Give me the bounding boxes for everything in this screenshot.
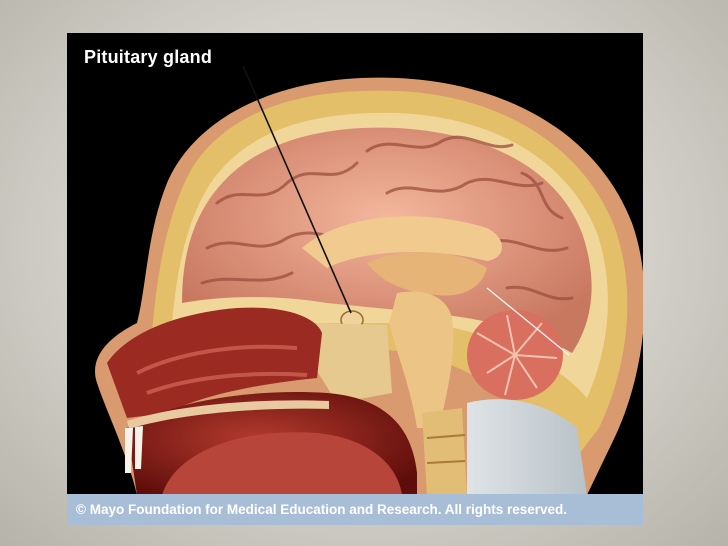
tongue (162, 432, 402, 495)
anatomy-illustration: Pituitary gland © Mayo Foundation for Me… (67, 33, 643, 525)
neck-tissue (467, 399, 587, 495)
palate (127, 400, 329, 429)
head-sagittal-section-drawing (95, 65, 643, 495)
label-leader-line (242, 65, 352, 314)
sphenoid-bone (312, 323, 392, 403)
teeth (125, 426, 143, 473)
pituitary-gland-label: Pituitary gland (84, 47, 213, 67)
brainstem (389, 291, 454, 428)
thalamus (367, 252, 487, 296)
cervical-spine (422, 408, 467, 495)
copyright-credit: © Mayo Foundation for Medical Education … (67, 494, 643, 525)
corpus-callosum (302, 216, 502, 268)
